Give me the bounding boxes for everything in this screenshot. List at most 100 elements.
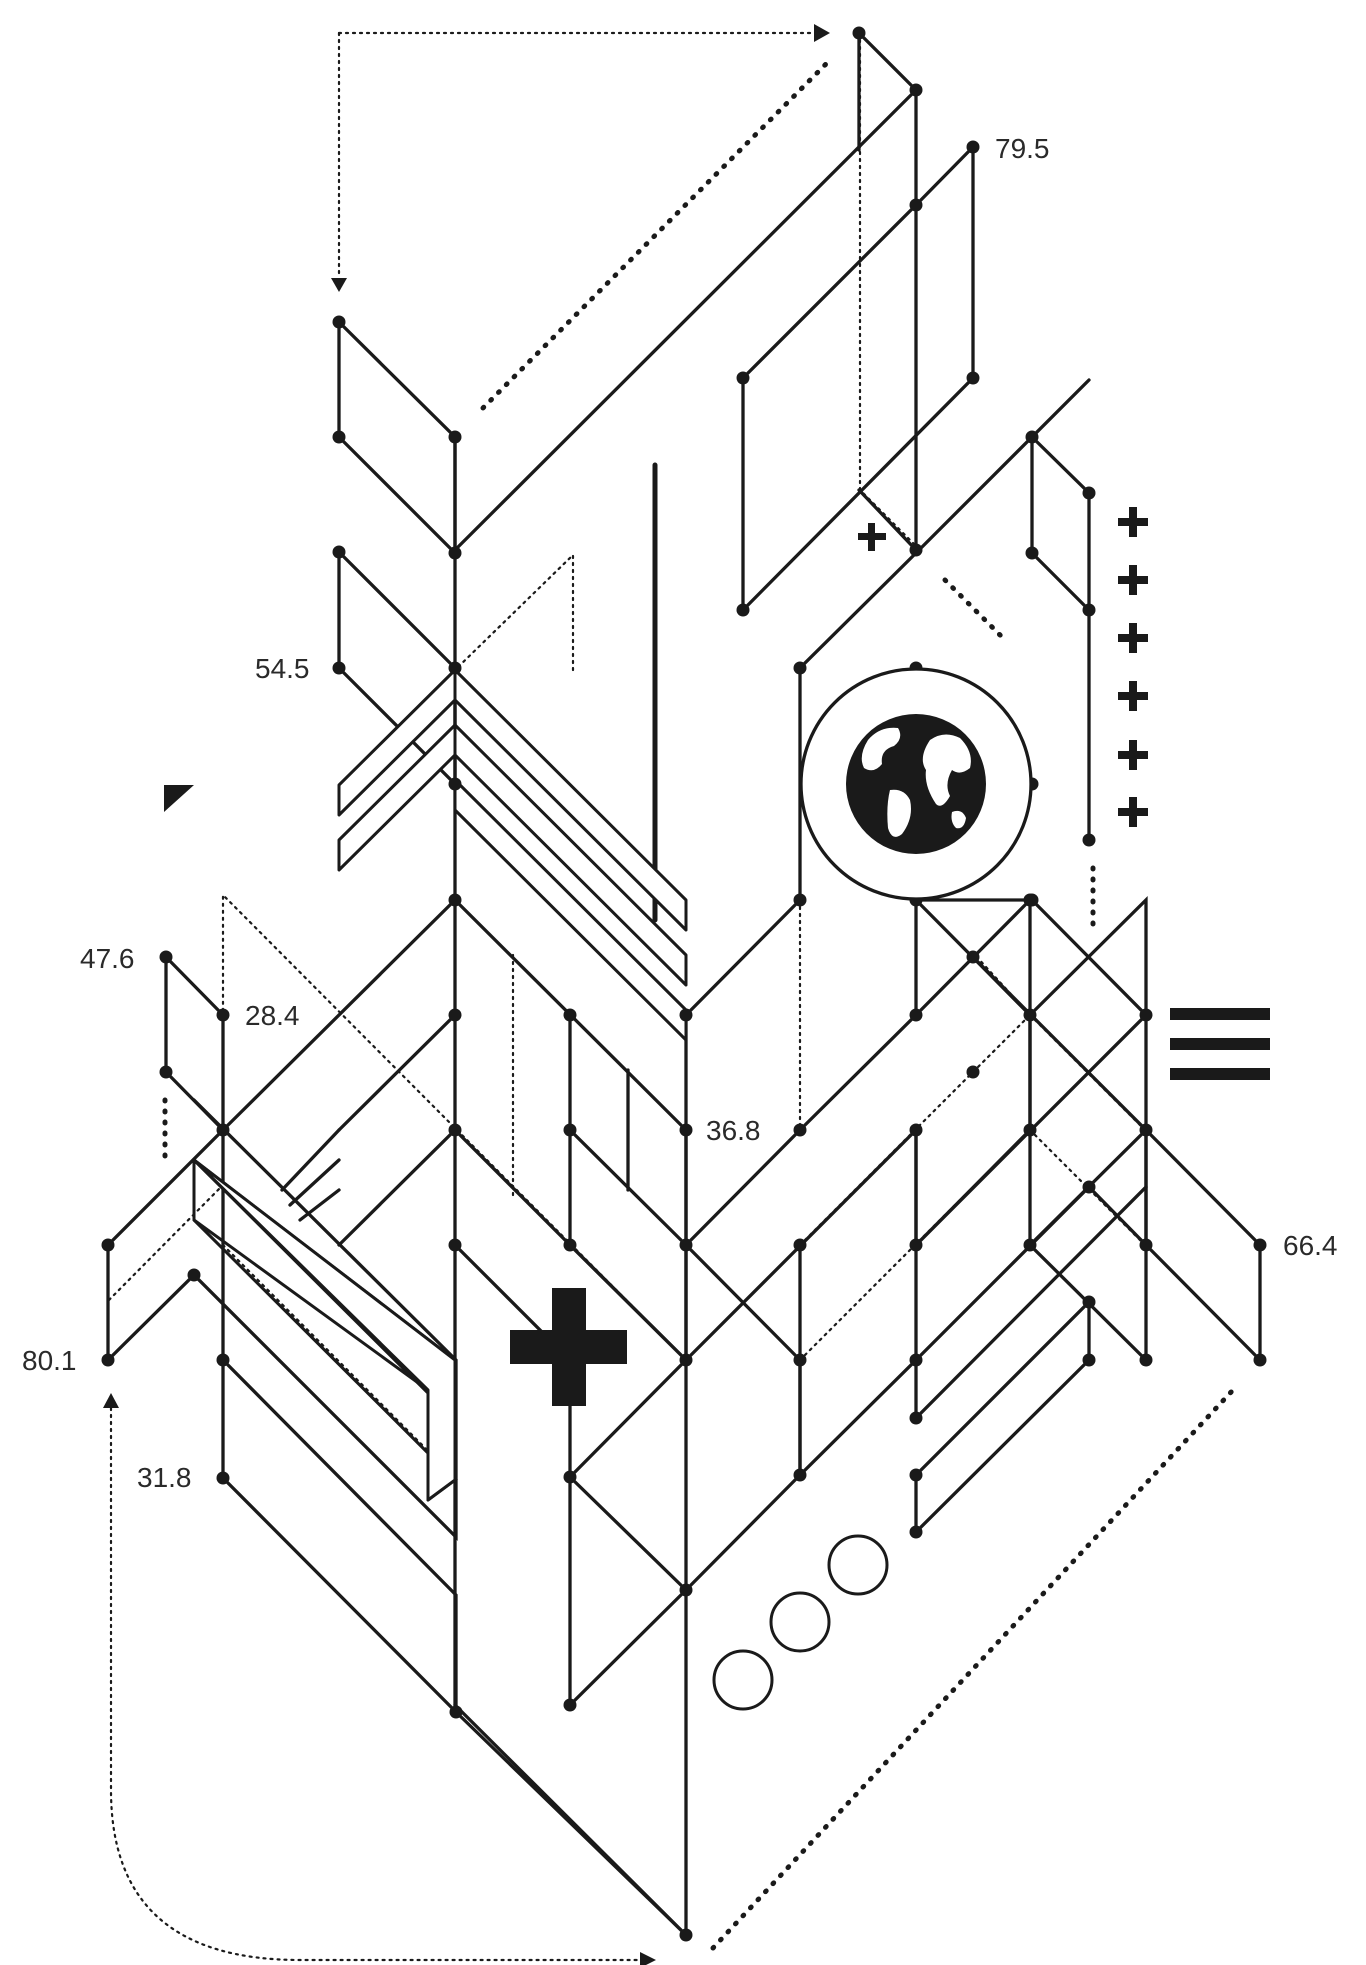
- node-dot: [563, 1123, 577, 1137]
- circle-outline-icons: [712, 1534, 889, 1711]
- node-dot: [966, 140, 980, 154]
- node-dot: [679, 1353, 693, 1367]
- node-dot: [679, 1123, 693, 1137]
- plus-icon: [510, 1288, 627, 1406]
- node-dot: [679, 1583, 693, 1597]
- node-dot: [909, 543, 923, 557]
- node-dot: [679, 1008, 693, 1022]
- node-dot: [966, 371, 980, 385]
- node-dot: [1139, 1008, 1153, 1022]
- corner-triangle-icon: [164, 785, 194, 812]
- plus-icon: [1118, 507, 1148, 537]
- node-dot: [679, 1928, 693, 1942]
- label-31-8: 31.8: [137, 1462, 192, 1493]
- node-dot: [966, 1065, 980, 1079]
- node-dot: [909, 1525, 923, 1539]
- label-54-5: 54.5: [255, 653, 310, 684]
- node-dot: [1082, 1295, 1096, 1309]
- node-dot: [736, 371, 750, 385]
- node-dot: [909, 1008, 923, 1022]
- node-dot: [793, 893, 807, 907]
- value-labels: 79.5 54.5 47.6 28.4 36.8 66.4 80.1 31.8: [22, 133, 1338, 1493]
- plus-icon: [1118, 740, 1148, 770]
- label-79-5: 79.5: [995, 133, 1050, 164]
- node-dot: [563, 1698, 577, 1712]
- node-dot: [1023, 1238, 1037, 1252]
- node-dot: [101, 1238, 115, 1252]
- node-dot: [909, 1411, 923, 1425]
- label-36-8: 36.8: [706, 1115, 761, 1146]
- plus-icon: [1118, 681, 1148, 711]
- node-dot: [101, 1353, 115, 1367]
- node-dot: [909, 1353, 923, 1367]
- thick-dotted-lines: [162, 57, 1236, 1951]
- node-dot: [909, 1468, 923, 1482]
- node-dot: [332, 545, 346, 559]
- node-dot: [1139, 1353, 1153, 1367]
- node-dot: [1082, 486, 1096, 500]
- nodes: [101, 26, 1267, 1942]
- node-dot: [216, 1008, 230, 1022]
- globe-node: [799, 667, 1033, 901]
- node-dot: [736, 603, 750, 617]
- node-dot: [448, 893, 462, 907]
- plus-icon: [1118, 797, 1148, 827]
- node-dot: [1082, 833, 1096, 847]
- node-dot: [563, 1470, 577, 1484]
- node-dot: [563, 1008, 577, 1022]
- node-dot: [1139, 1123, 1153, 1137]
- plus-icon: [1118, 623, 1148, 653]
- label-66-4: 66.4: [1283, 1230, 1338, 1261]
- node-dot: [793, 1353, 807, 1367]
- dotted-connectors: [107, 31, 1148, 1962]
- node-dot: [793, 1123, 807, 1137]
- node-dot: [159, 1065, 173, 1079]
- node-dot: [332, 315, 346, 329]
- node-dot: [1253, 1353, 1267, 1367]
- label-80-1: 80.1: [22, 1345, 77, 1376]
- node-dot: [448, 777, 462, 791]
- node-dot: [1023, 1123, 1037, 1137]
- node-dot: [909, 1238, 923, 1252]
- node-dot: [793, 1238, 807, 1252]
- node-dot: [909, 198, 923, 212]
- node-dot: [1082, 603, 1096, 617]
- node-dot: [1082, 1180, 1096, 1194]
- node-dot: [793, 661, 807, 675]
- node-dot: [448, 546, 462, 560]
- node-dot: [852, 26, 866, 40]
- node-dot: [187, 1268, 201, 1282]
- node-dot: [449, 1705, 463, 1719]
- node-dot: [216, 1353, 230, 1367]
- plus-column: [1118, 507, 1148, 827]
- node-dot: [1025, 893, 1039, 907]
- node-dot: [679, 1238, 693, 1252]
- label-28-4: 28.4: [245, 1000, 300, 1031]
- hamburger-menu-icon: [1170, 1008, 1270, 1080]
- node-dot: [448, 1008, 462, 1022]
- small-plus-icon: [858, 523, 886, 551]
- arrow-head-icons: [103, 24, 830, 1965]
- node-dot: [1023, 1008, 1037, 1022]
- node-dot: [1139, 1238, 1153, 1252]
- node-dot: [216, 1123, 230, 1137]
- node-dot: [332, 661, 346, 675]
- node-dot: [448, 1123, 462, 1137]
- globe-icon: [846, 714, 986, 854]
- label-47-6: 47.6: [80, 943, 135, 974]
- node-dot: [966, 950, 980, 964]
- node-dot: [448, 661, 462, 675]
- plus-icon: [1118, 565, 1148, 595]
- node-dot: [563, 1238, 577, 1252]
- node-dot: [909, 83, 923, 97]
- node-dot: [448, 1238, 462, 1252]
- node-dot: [1025, 546, 1039, 560]
- node-dot: [448, 430, 462, 444]
- node-dot: [1253, 1238, 1267, 1252]
- node-dot: [1082, 1353, 1096, 1367]
- node-dot: [793, 1468, 807, 1482]
- node-dot: [159, 950, 173, 964]
- node-dot: [1025, 430, 1039, 444]
